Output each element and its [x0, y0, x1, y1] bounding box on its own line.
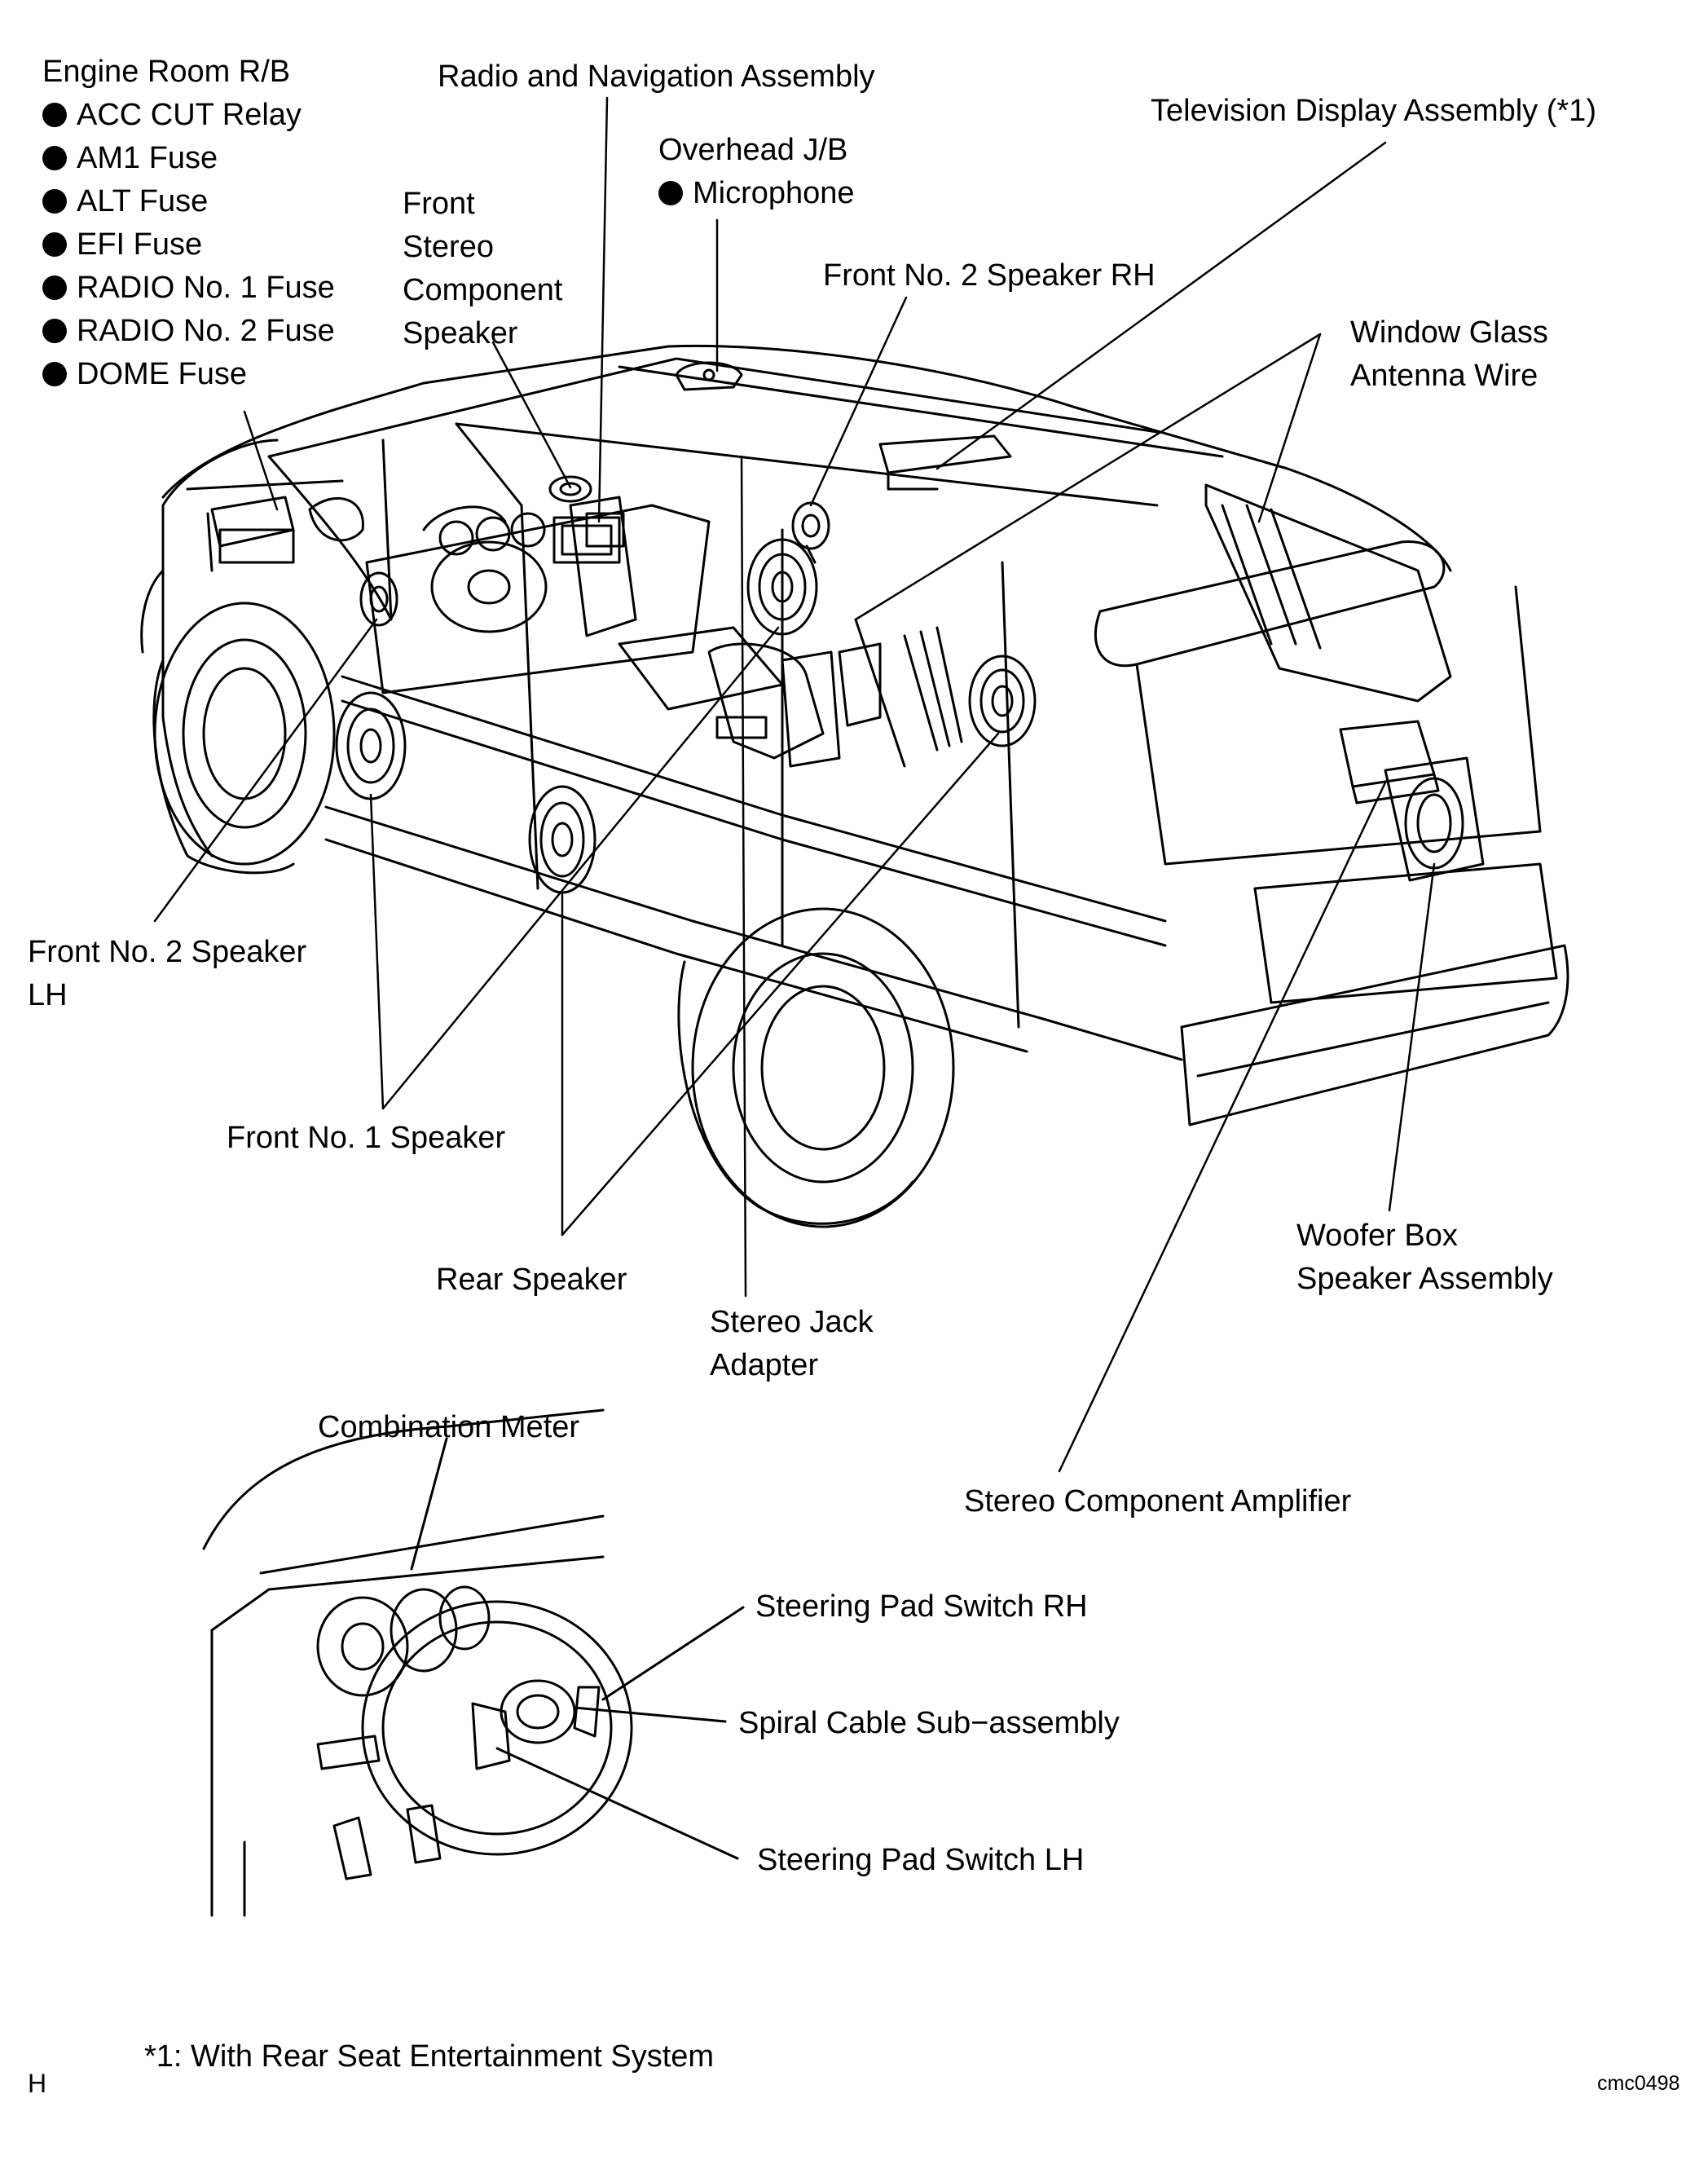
bullet-icon — [42, 362, 67, 386]
tv-display-label: Television Display Assembly (*1) — [1151, 94, 1596, 128]
overhead-jb-title: Overhead J/B — [658, 133, 848, 167]
bullet-icon — [42, 319, 67, 343]
overhead-jb-label: Overhead J/B Microphone — [658, 129, 855, 215]
window-antenna — [854, 504, 1322, 768]
steering-pad-rh-label: Steering Pad Switch RH — [755, 1589, 1088, 1624]
stereo-amplifier-label: Stereo Component Amplifier — [964, 1484, 1352, 1519]
engine-room-rb-title: Engine Room R/B — [42, 55, 291, 89]
vehicle-body — [140, 344, 1569, 1126]
front-stereo-speaker-label: Front Stereo Component Speaker — [403, 187, 563, 350]
bullet-icon — [42, 146, 67, 170]
leader-lines — [153, 96, 1436, 1473]
front-no1-label: Front No. 1 Speaker — [227, 1121, 506, 1155]
front-wheel — [152, 602, 336, 875]
radio-navigation-label: Radio and Navigation Assembly — [438, 60, 875, 94]
spiral-cable-label: Spiral Cable Sub−assembly — [738, 1706, 1120, 1740]
front-no2-lh-speaker — [359, 571, 398, 627]
rear-speaker-rh — [968, 655, 1037, 747]
front-no2-rh-label: Front No. 2 Speaker RH — [823, 258, 1156, 293]
stereo-amplifier — [1339, 720, 1440, 804]
cockpit-inset — [202, 1408, 745, 1917]
bullet-icon — [658, 181, 683, 205]
window-glass-label: Window Glass Antenna Wire — [1350, 315, 1548, 393]
engine-room-item: RADIO No. 2 Fuse — [42, 310, 335, 353]
bullet-icon — [42, 189, 67, 214]
engine-room-rb — [206, 496, 295, 572]
front-stereo-speaker — [548, 475, 592, 503]
engine-room-item: RADIO No. 1 Fuse — [42, 267, 335, 310]
front-no2-rh-speaker — [791, 501, 830, 564]
front-no2-lh-label: Front No. 2 Speaker LH — [28, 935, 307, 1012]
bullet-icon — [42, 276, 67, 300]
rear-speaker-lh — [528, 785, 596, 894]
engine-room-item: AM1 Fuse — [42, 137, 335, 180]
steering-pad-lh-label: Steering Pad Switch LH — [757, 1843, 1085, 1877]
engine-room-item: DOME Fuse — [42, 353, 335, 396]
woofer-box-label: Woofer Box Speaker Assembly — [1296, 1219, 1553, 1296]
bullet-icon — [42, 103, 67, 127]
engine-room-item: ALT Fuse — [42, 180, 335, 223]
overhead-jb-item: Microphone — [658, 172, 855, 215]
tv-display — [878, 434, 1012, 491]
overhead-jb — [675, 361, 743, 391]
front-no1-speaker-lh — [335, 691, 407, 800]
interior — [365, 496, 882, 768]
footnote: *1: With Rear Seat Entertainment System — [144, 2039, 715, 2074]
radio-navigation — [552, 516, 621, 564]
combination-meter-label: Combination Meter — [318, 1410, 580, 1444]
engine-room-item: EFI Fuse — [42, 223, 335, 267]
front-no1-speaker-rh — [746, 538, 818, 636]
rear-speaker-label: Rear Speaker — [436, 1263, 627, 1297]
figure-code: cmc0498 — [1597, 2072, 1680, 2095]
engine-room-rb-label: Engine Room R/B ACC CUT Relay AM1 Fuse A… — [42, 51, 335, 396]
engine-room-item: ACC CUT Relay — [42, 94, 335, 137]
rear-wheel — [677, 907, 955, 1228]
bullet-icon — [42, 232, 67, 257]
stereo-jack — [715, 716, 768, 739]
stereo-jack-label: Stereo Jack Adapter — [710, 1305, 874, 1382]
corner-letter: H — [28, 2069, 47, 2098]
